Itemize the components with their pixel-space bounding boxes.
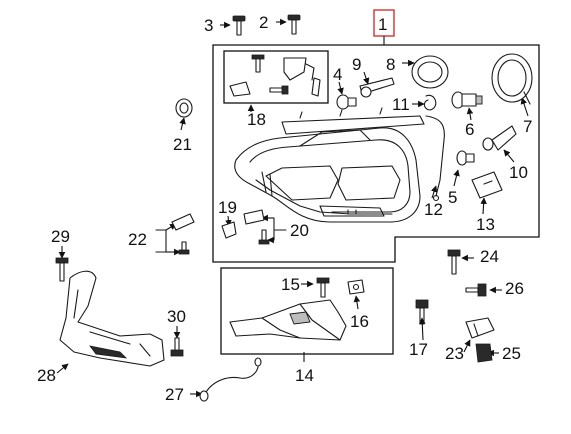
clip-19-icon [221, 221, 237, 239]
callout-29: 29 [51, 227, 70, 246]
grommet-21-icon [175, 98, 193, 118]
subassembly-box-14 [220, 267, 394, 355]
callout-30: 30 [167, 307, 186, 326]
assembly-outline-box [212, 44, 540, 263]
callout-24: 24 [480, 247, 499, 266]
clip-nut-16-icon [347, 279, 365, 295]
cover-7-icon [491, 53, 533, 105]
callout-20: 20 [290, 221, 309, 240]
callout-3: 3 [204, 16, 213, 35]
socket-9-icon [359, 77, 395, 98]
callout-2: 2 [259, 13, 268, 32]
bulb-4-icon [336, 94, 357, 110]
clip-11-icon [423, 94, 437, 111]
screw-3-icon [232, 15, 246, 36]
callout-11: 11 [392, 95, 410, 114]
callout-8: 8 [386, 55, 395, 74]
callout-15: 15 [281, 275, 300, 294]
leader-lines [56, 18, 529, 398]
support-bracket-28 [59, 270, 165, 367]
callout-21: 21 [173, 135, 192, 154]
callout-16: 16 [350, 312, 369, 331]
callout-9: 9 [352, 55, 361, 74]
wire-harness [425, 115, 445, 197]
callout-5: 5 [448, 188, 457, 207]
bulb-5-icon [456, 150, 475, 166]
cap-8-icon [411, 55, 449, 89]
screw-2-icon [287, 14, 301, 35]
bracket-23-icon [465, 317, 495, 339]
callout-17: 17 [409, 340, 428, 359]
callout-25: 25 [502, 344, 521, 363]
callout-1: 1 [378, 15, 387, 34]
bolt-24-icon [447, 249, 461, 275]
label-13-icon [471, 171, 503, 199]
bolt-30-icon [170, 337, 184, 357]
callout-14: 14 [295, 366, 314, 385]
bulb-10-icon [482, 125, 517, 151]
mounting-bracket-14 [229, 299, 347, 341]
callout-7: 7 [523, 117, 532, 136]
callout-12: 12 [424, 200, 443, 219]
callout-23: 23 [445, 344, 464, 363]
wire-27-icon [199, 357, 262, 402]
callout-27: 27 [165, 385, 184, 404]
bolt-17-icon [415, 299, 429, 325]
callout-28: 28 [37, 366, 56, 385]
leveling-motor-20-icon [243, 209, 270, 245]
wire-connector [432, 194, 440, 202]
callout-22: 22 [128, 230, 147, 249]
subassembly-box-18 [223, 50, 329, 104]
bolt-29-icon [55, 257, 69, 282]
bulb-6-icon [451, 91, 483, 109]
callout-4: 4 [333, 65, 342, 84]
callout-10: 10 [509, 163, 528, 182]
nut-25-icon [475, 343, 493, 363]
callout-18: 18 [247, 110, 266, 129]
callout-26: 26 [505, 279, 524, 298]
callout-19: 19 [218, 198, 237, 217]
adjuster-22-icon [171, 213, 195, 255]
callout-13: 13 [476, 215, 495, 234]
trim-strip [281, 107, 425, 135]
headlamp-housing [234, 127, 421, 223]
callout-6: 6 [465, 120, 474, 139]
bracket-kit-18-parts [229, 54, 321, 97]
screw-15-icon [316, 277, 330, 298]
bolt-26-icon [465, 283, 487, 297]
